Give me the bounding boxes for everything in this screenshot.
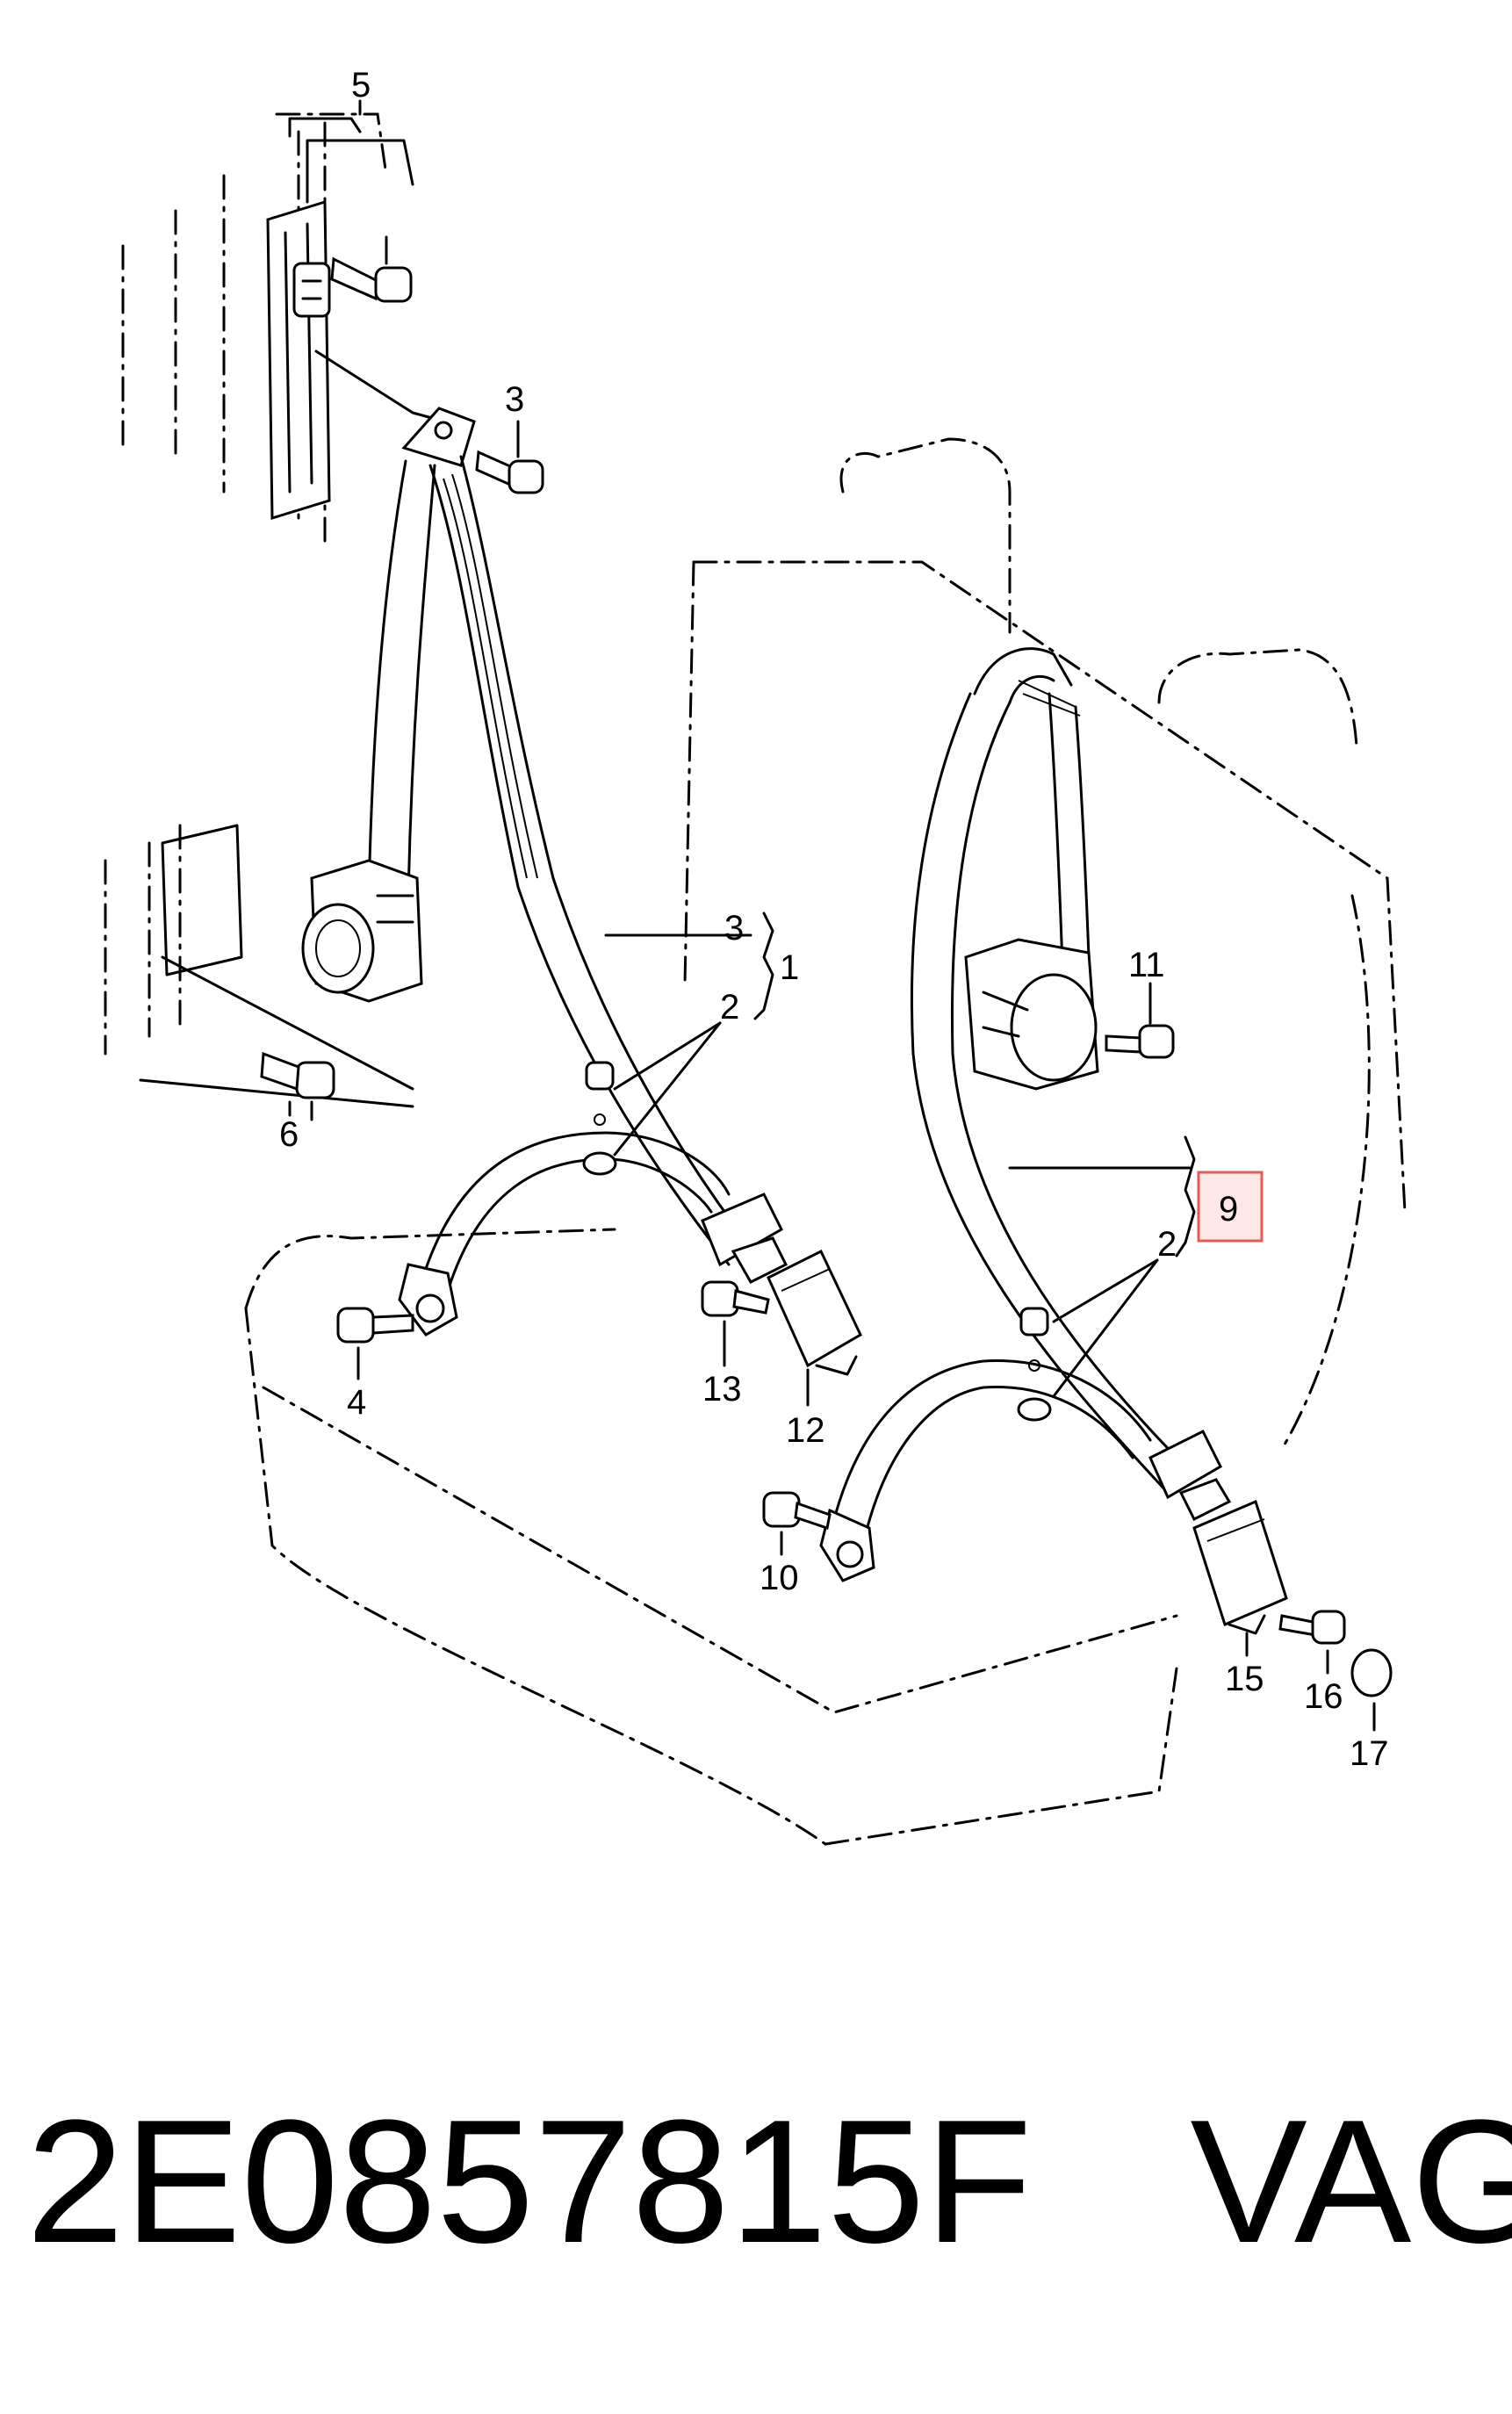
part-number: 2E0857815F bbox=[26, 2084, 1033, 2280]
right-retractor bbox=[964, 938, 1099, 1091]
label-17: 17 bbox=[1350, 1734, 1389, 1773]
brand-name: VAG bbox=[1190, 2084, 1512, 2280]
label-3-upper: 3 bbox=[505, 380, 524, 419]
left-buckle bbox=[767, 1249, 862, 1376]
label-5: 5 bbox=[351, 66, 371, 104]
bolt-icon bbox=[701, 1280, 770, 1317]
right-belt-tongue bbox=[1148, 1429, 1232, 1522]
label-1: 1 bbox=[780, 948, 799, 987]
label-15: 15 bbox=[1225, 1660, 1264, 1698]
caption: 2E0857815F VAG bbox=[26, 2081, 1512, 2283]
label-2-right: 2 bbox=[1157, 1225, 1177, 1264]
bolt-icon bbox=[1105, 982, 1175, 1059]
label-12: 12 bbox=[786, 1411, 825, 1450]
bolt-icon bbox=[330, 235, 413, 303]
label-11: 11 bbox=[1128, 946, 1165, 984]
bolt-icon bbox=[260, 1051, 335, 1121]
seat-belt-exploded-diagram: 5 3 3 1 2 6 11 9 2 4 13 12 10 15 16 17 bbox=[104, 66, 1407, 1846]
label-16: 16 bbox=[1304, 1677, 1343, 1716]
left-belt-tongue bbox=[701, 1193, 788, 1284]
right-buckle bbox=[1192, 1499, 1288, 1635]
bolt-icon bbox=[1017, 1307, 1052, 1422]
label-13: 13 bbox=[702, 1370, 742, 1409]
bolt-icon bbox=[336, 1307, 414, 1344]
left-retractor bbox=[301, 859, 423, 1003]
label-3: 3 bbox=[724, 909, 744, 948]
bolt-icon bbox=[582, 1061, 617, 1176]
height-adjuster-rail bbox=[266, 139, 414, 521]
highlight-box bbox=[1197, 1171, 1264, 1243]
right-lap-belt bbox=[819, 1359, 1152, 1582]
label-9: 9 bbox=[1219, 1190, 1238, 1229]
seat-outline bbox=[244, 437, 1407, 1846]
label-2-left: 2 bbox=[720, 988, 739, 1027]
label-4: 4 bbox=[347, 1383, 366, 1422]
bolt-icon bbox=[762, 1491, 832, 1530]
bolt-icon bbox=[475, 420, 544, 494]
leader-lines bbox=[288, 99, 1376, 1732]
cap-icon bbox=[1350, 1648, 1393, 1697]
left-belt-webbing bbox=[367, 455, 766, 1266]
bolt-icon bbox=[1278, 1610, 1346, 1645]
label-10: 10 bbox=[760, 1559, 799, 1597]
right-belt-webbing bbox=[910, 647, 1196, 1495]
upper-belt-anchor bbox=[401, 407, 476, 467]
label-6: 6 bbox=[279, 1115, 299, 1154]
